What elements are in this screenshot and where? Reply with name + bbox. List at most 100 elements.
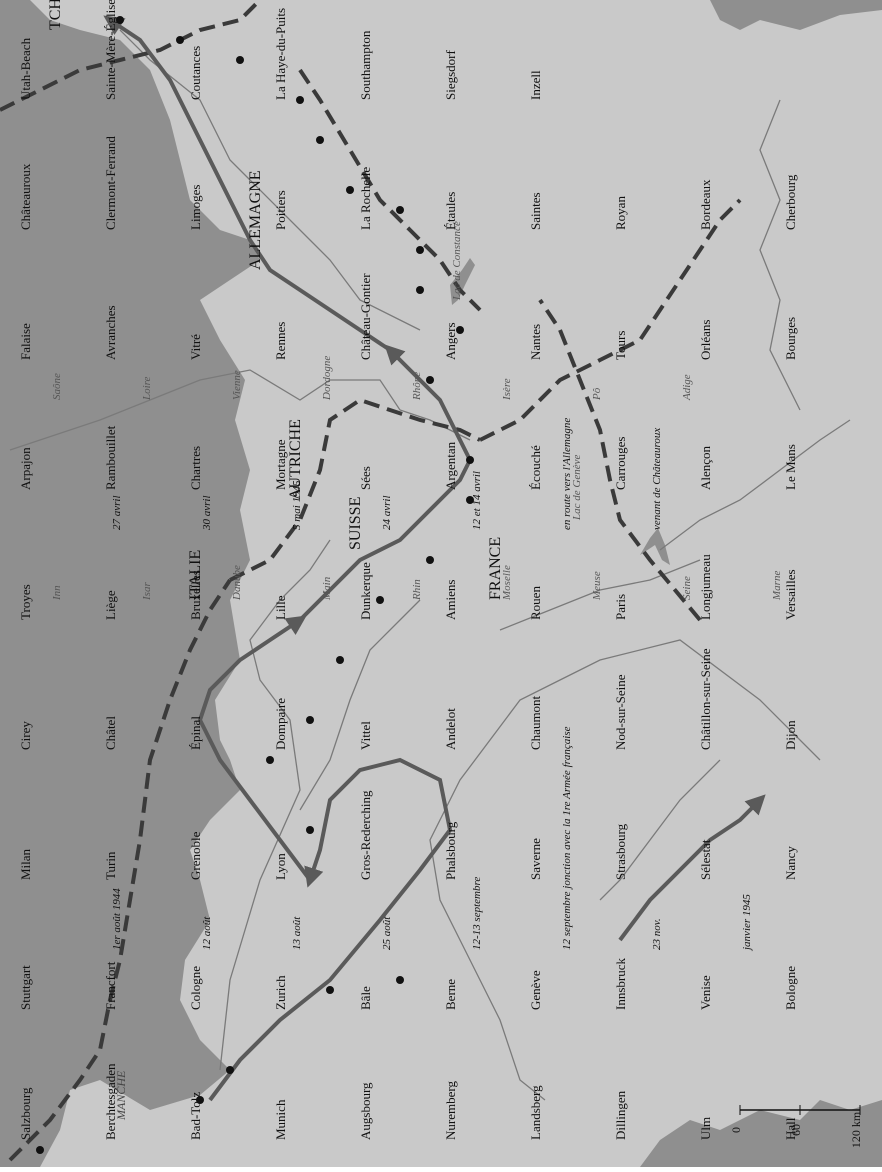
route-annotation-3: 13 août [291,916,303,950]
border-austria [298,68,482,312]
river-rhone [659,419,851,551]
city-label-bordeaux: Bordeaux [698,179,713,230]
city-label-venise: Venise [698,975,713,1010]
river-label-main: Main [321,576,333,601]
route-annotation-9: 27 avril [111,495,123,530]
city-label-mortagne: Mortagne [273,439,288,490]
city-label-berne: Berne [443,979,458,1010]
city-dot [306,716,314,724]
city-label-francfort: Francfort [103,961,118,1010]
city-label-andelot: Andelot [443,708,458,750]
city-dot [176,36,184,44]
border-switzerland [479,198,742,442]
route-annotation-5: 12-13 septembre [471,877,483,950]
river-label-saone: Saône [51,373,63,400]
city-label-rouen: Rouen [528,586,543,620]
city-label-lille: Lille [273,595,288,620]
river-label-moselle: Moselle [501,565,513,601]
city-label-la-rochelle: La Rochelle [358,167,373,230]
scale-label-3: 120 km [849,1111,863,1148]
route-annotation-11: 5 mai 1945 [291,480,303,530]
city-label-poitiers: Poitiers [273,190,288,230]
city-label-tours: Tours [613,331,628,360]
route-normandy [208,757,453,1102]
city-label-turin: Turin [103,851,118,880]
city-label-sainte-mere-eglise: Sainte-Mère-Église [103,0,118,100]
river-label-marne: Marne [771,571,783,601]
city-label-ulm: Ulm [698,1117,713,1140]
route-annotation-15: venant de Châteauroux [651,428,663,530]
lake-label-lac-de-constance: Lac de Constance [451,221,463,301]
cities-layer [36,16,474,1154]
city-label-cirey: Cirey [18,721,33,750]
river-label-adige: Adige [681,374,693,401]
city-label-chaumont: Chaumont [528,695,543,750]
city-dot [326,986,334,994]
routes-layer [103,15,766,1102]
river-label-isere: Isère [501,378,513,401]
city-label-paris: Paris [613,594,628,620]
city-label-augsbourg: Augsbourg [358,1082,373,1140]
city-label-avranches: Avranches [103,305,118,360]
city-dot [306,826,314,834]
river-label-danube: Danube [231,565,243,601]
river-po [759,99,801,411]
border-germany-lux [229,397,481,582]
city-label-milan: Milan [18,848,33,880]
river-label-meuse: Meuse [591,571,603,601]
city-label-gros-rederching: Gros-Rederching [358,790,373,880]
city-label-alencon: Alençon [698,445,713,490]
city-dot [226,1066,234,1074]
city-dot [346,186,354,194]
city-label-utah-beach: Utah-Beach [18,37,33,100]
city-label-chateauroux: Châteauroux [18,163,33,230]
city-label-strasbourg: Strasbourg [613,823,628,880]
adriatic-sea [710,0,882,30]
city-label-chateau-gontier: Château-Gontier [358,273,373,360]
city-dot [426,556,434,564]
city-label-rennes: Rennes [273,322,288,360]
city-label-lyon: Lyon [273,853,288,880]
river-label-rhone: Rhône [411,372,423,401]
city-label-vittel: Vittel [358,721,373,750]
city-label-dijon: Dijon [783,720,798,750]
country-label-suisse: SUISSE [347,497,364,550]
river-label-po: Pô [591,387,603,401]
city-label-salzbourg: Salzbourg [18,1087,33,1140]
city-label-nancy: Nancy [783,846,798,880]
city-label-nuremberg: Nuremberg [443,1081,458,1140]
city-label-orleans: Orléans [698,320,713,360]
route-annotation-14: en route vers l'Allemagne [561,418,573,530]
city-label-chatillon-sur-seine: Châtillon-sur-Seine [698,648,713,750]
city-label-rambouillet: Rambouillet [103,425,118,490]
city-label-chatel: Châtel [103,716,118,750]
scale-label-2: 60 [789,1124,803,1136]
city-label-stuttgart: Stuttgart [18,965,33,1010]
country-label-autriche: AUTRICHE [287,419,304,500]
city-label-dillingen: Dillingen [613,1090,628,1140]
city-label-nod-sur-seine: Nod-sur-Seine [613,674,628,750]
city-label-dunkerque: Dunkerque [358,562,373,620]
city-dot [266,756,274,764]
city-dot [296,96,304,104]
border-france-belgium [8,578,232,1162]
city-label-innsbruck: Innsbruck [613,958,628,1010]
city-label-arpajon: Arpajon [18,447,33,490]
border-czech [0,0,262,112]
sea-label-manche: MANCHE [114,1070,128,1121]
city-dot [316,136,324,144]
city-label-ecouche: Écouché [528,445,543,490]
lake-constance [450,258,475,305]
city-label-longjumeau: Longjumeau [698,554,713,620]
scale-label-1: 0 [729,1127,743,1133]
city-dot [376,596,384,604]
atlantic-sea [640,1100,882,1167]
city-label-saverne: Saverne [528,838,543,880]
river-seine [219,539,331,1071]
city-label-inzell: Inzell [528,70,543,100]
route-annotation-2: 12 août [201,916,213,950]
